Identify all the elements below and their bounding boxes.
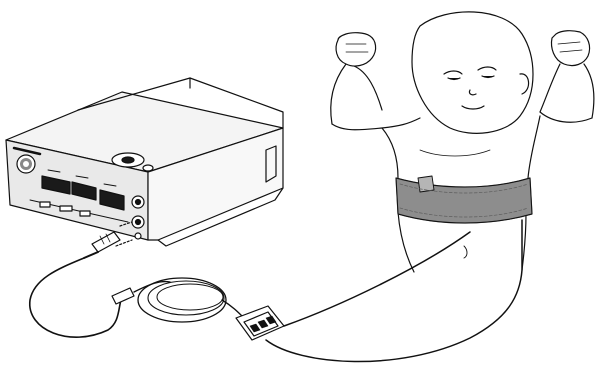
abdominal-belt-icon	[396, 176, 532, 223]
infant-icon	[331, 12, 594, 272]
patient-monitor-icon	[6, 78, 283, 246]
